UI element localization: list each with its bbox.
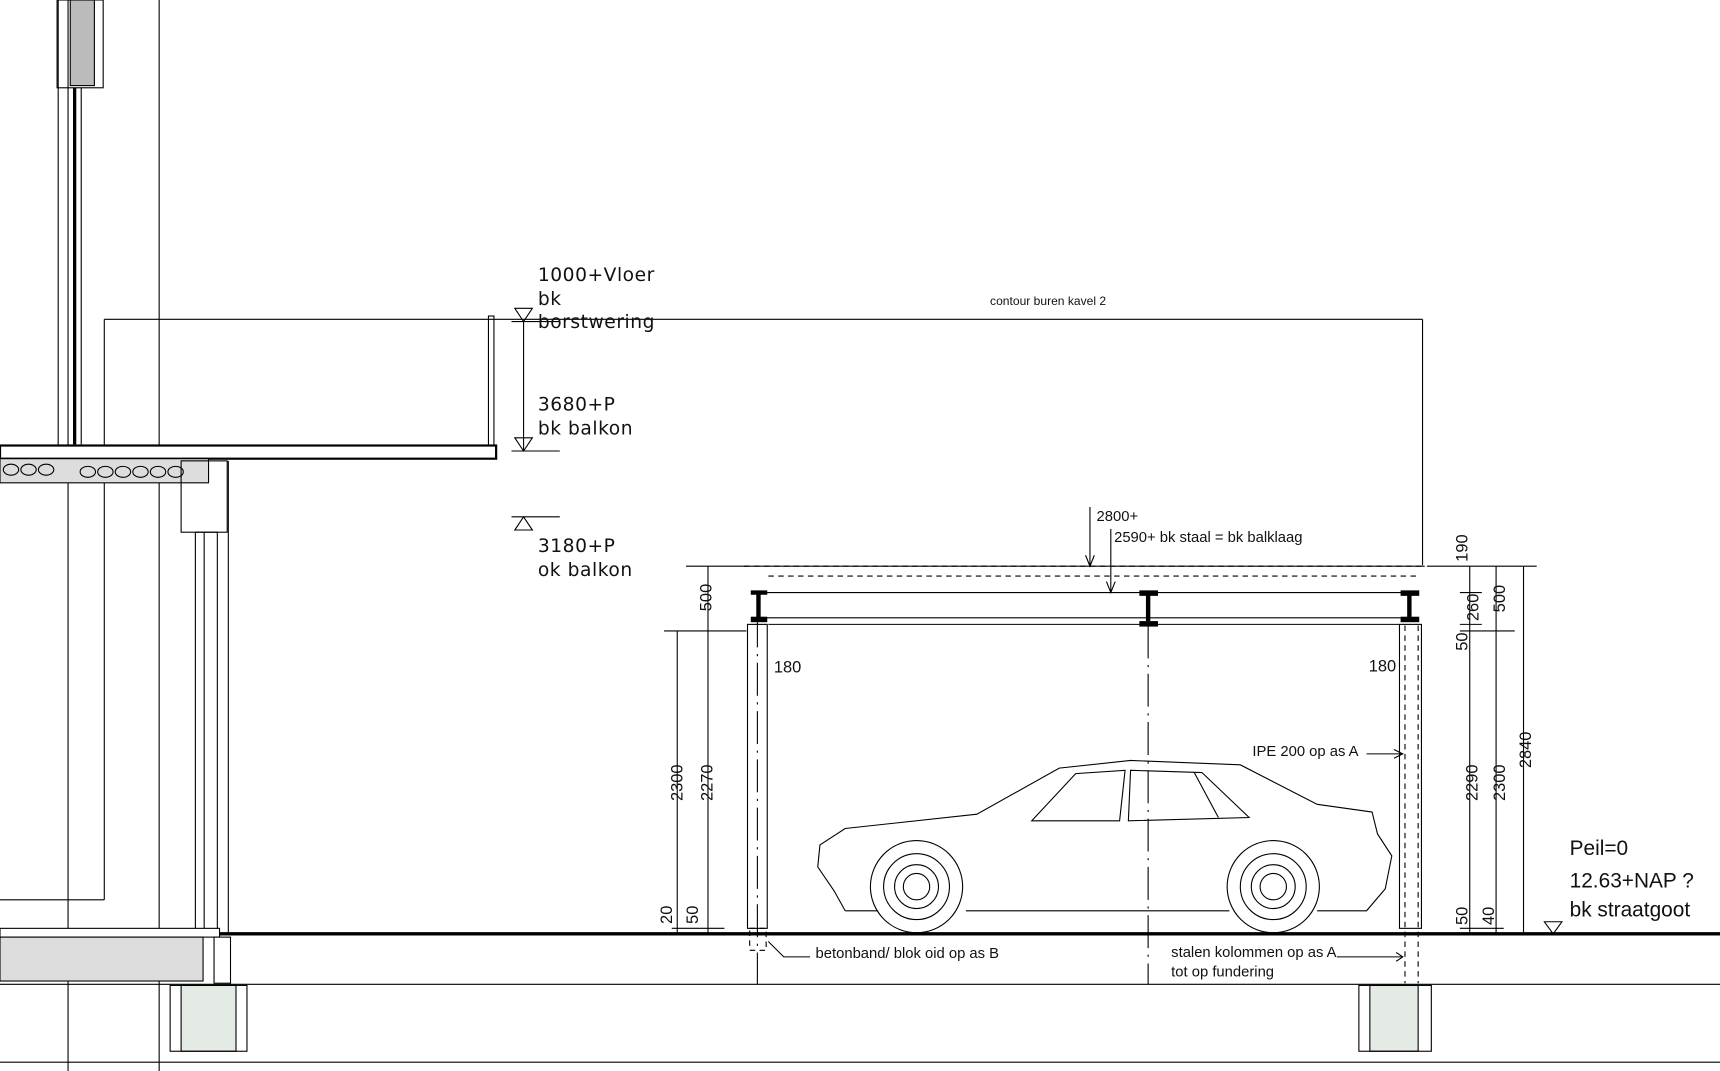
peil-text: 12.63+NAP ? — [1570, 870, 1694, 893]
level-text: bk balkon — [538, 419, 633, 440]
level-text: borstwering — [538, 312, 655, 333]
dimension-right: 180 190 260 500 50 2290 2300 2840 50 40 — [1369, 534, 1537, 934]
dim-text: 40 — [1480, 907, 1498, 925]
dim-text: 190 — [1454, 534, 1472, 561]
carport-structure — [744, 565, 1425, 985]
dim-text: 50 — [684, 906, 702, 924]
level-text: 1000+Vloer — [538, 265, 655, 286]
beam-annotations: 2800+ 2590+ bk staal = bk balklaag IPE 2… — [1085, 506, 1405, 760]
i-beam — [750, 590, 1420, 627]
dim-text: 180 — [1369, 658, 1396, 676]
beam-label: 2800+ — [1097, 509, 1139, 525]
dim-text: 2840 — [1517, 732, 1535, 769]
dim-text: 2300 — [1491, 764, 1509, 801]
dim-text: 50 — [1454, 632, 1472, 650]
note-betonband: betonband/ blok oid op as B — [816, 946, 1000, 962]
dim-text: 2300 — [669, 764, 687, 801]
note-kolommen: tot op fundering — [1171, 965, 1274, 981]
level-text: 3180+P — [538, 536, 616, 557]
dimension-left: 500 2300 2270 20 50 180 — [658, 565, 801, 934]
contour-label: contour buren kavel 2 — [990, 294, 1106, 308]
level-text: bk — [538, 289, 562, 310]
peil-text: bk straatgoot — [1570, 898, 1691, 921]
dim-text: 500 — [697, 584, 715, 611]
dim-text: 20 — [658, 906, 676, 924]
level-text: ok balkon — [538, 560, 633, 581]
dim-text: 500 — [1491, 585, 1509, 612]
level-text: 3680+P — [538, 394, 616, 415]
dim-text: 50 — [1454, 907, 1472, 925]
peil-marker: Peil=0 12.63+NAP ? bk straatgoot — [1543, 837, 1694, 935]
note-kolommen: stalen kolommen op as A — [1171, 945, 1336, 961]
level-markers: 1000+Vloer bk borstwering 3680+P bk balk… — [511, 265, 655, 581]
beam-label: 2590+ bk staal = bk balklaag — [1114, 530, 1302, 546]
dim-text: 2270 — [698, 764, 716, 801]
insulation-pattern — [2, 463, 184, 478]
car-outline — [817, 759, 1393, 934]
dim-text: 260 — [1465, 594, 1483, 621]
dim-text: 2290 — [1463, 764, 1481, 801]
peil-text: Peil=0 — [1570, 837, 1629, 860]
column-label: IPE 200 op as A — [1252, 744, 1358, 760]
dim-text: 180 — [774, 659, 801, 677]
foundation-notes: betonband/ blok oid op as B stalen kolom… — [767, 941, 1404, 981]
